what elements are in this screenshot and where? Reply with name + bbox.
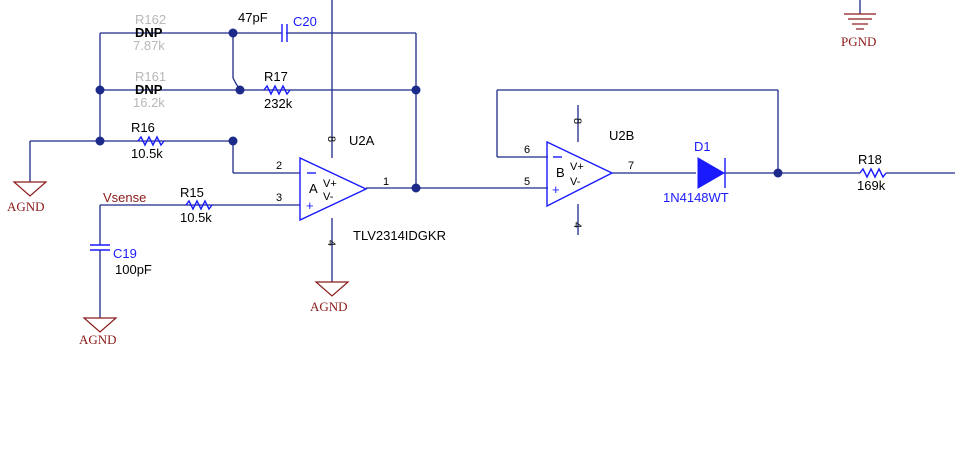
wires bbox=[29, 0, 955, 318]
net-label-vsense: Vsense bbox=[103, 190, 146, 205]
r161-dnp: DNP bbox=[135, 82, 163, 97]
u2a-pin-8: 8 bbox=[325, 136, 337, 142]
resistor-r162[interactable]: R162 DNP 7.87k bbox=[133, 12, 166, 53]
u2b-ref: U2B bbox=[609, 128, 634, 143]
junction-dot bbox=[95, 136, 105, 146]
ground-agnd-u2a: AGND bbox=[310, 281, 350, 314]
diode-d1[interactable]: D1 1N4148WT bbox=[663, 139, 729, 205]
d1-value: 1N4148WT bbox=[663, 190, 729, 205]
r15-value: 10.5k bbox=[180, 210, 212, 225]
r162-dnp: DNP bbox=[135, 25, 163, 40]
resistor-r18[interactable]: R18 169k bbox=[857, 152, 887, 193]
c20-ref: C20 bbox=[293, 14, 317, 29]
junction-dot bbox=[411, 85, 421, 95]
junction-dot bbox=[228, 136, 238, 146]
pgnd-label: PGND bbox=[841, 34, 876, 49]
u2a-pin-3: 3 bbox=[276, 192, 282, 204]
u2a-pin-2: 2 bbox=[276, 160, 282, 172]
ground-icon bbox=[314, 281, 350, 297]
u2a-vplus: V+ bbox=[323, 178, 337, 190]
u2b-pin-4: 4 bbox=[571, 222, 583, 228]
u2a-ref: U2A bbox=[349, 133, 375, 148]
resistor-r17[interactable]: R17 232k bbox=[263, 69, 293, 111]
u2a-pin-4: 4 bbox=[325, 240, 337, 246]
u2b-plus-sign: + bbox=[552, 182, 560, 197]
r16-value: 10.5k bbox=[131, 146, 163, 161]
junction-dot bbox=[228, 28, 238, 38]
r17-value: 232k bbox=[264, 96, 293, 111]
u2b-pin-5: 5 bbox=[524, 176, 530, 188]
r18-ref: R18 bbox=[858, 152, 882, 167]
ground-icon bbox=[82, 317, 118, 333]
junction-dot bbox=[95, 85, 105, 95]
r16-ref: R16 bbox=[131, 120, 155, 135]
ground-agnd-c19: AGND bbox=[79, 317, 118, 347]
agnd-u2a-label: AGND bbox=[310, 299, 348, 314]
junction-dot bbox=[773, 168, 783, 178]
resistor-r161[interactable]: R161 DNP 16.2k bbox=[133, 69, 166, 110]
resistor-r16[interactable]: R16 10.5k bbox=[131, 120, 165, 161]
u2b-pin-6: 6 bbox=[524, 144, 530, 156]
opamp-u2a[interactable]: + A V+ V- 2 3 1 8 4 U2A TLV2314IDGKR bbox=[276, 133, 446, 246]
u2b-pin-8: 8 bbox=[571, 118, 583, 124]
r161-ref: R161 bbox=[135, 69, 166, 84]
resistor-r15[interactable]: R15 10.5k bbox=[180, 185, 213, 225]
r18-value: 169k bbox=[857, 178, 886, 193]
u2a-pin-1: 1 bbox=[383, 176, 389, 188]
u2b-vminus: V- bbox=[570, 176, 581, 188]
d1-ref: D1 bbox=[694, 139, 711, 154]
opamp-u2b[interactable]: + B V+ V- 6 5 7 8 4 U2B bbox=[524, 118, 634, 228]
agnd-c19-label: AGND bbox=[79, 332, 117, 347]
ground-pgnd: PGND bbox=[841, 13, 876, 49]
r162-value: 7.87k bbox=[133, 38, 165, 53]
ground-agnd-left: AGND bbox=[7, 181, 48, 214]
u2a-plus-sign: + bbox=[306, 198, 314, 213]
c19-ref: C19 bbox=[113, 246, 137, 261]
u2b-unit: B bbox=[556, 165, 565, 180]
r15-ref: R15 bbox=[180, 185, 204, 200]
r161-value: 16.2k bbox=[133, 95, 165, 110]
u2b-vplus: V+ bbox=[570, 161, 584, 173]
ground-icon bbox=[12, 181, 48, 197]
r17-ref: R17 bbox=[264, 69, 288, 84]
u2a-vminus: V- bbox=[323, 191, 334, 203]
agnd-left-label: AGND bbox=[7, 199, 45, 214]
r162-ref: R162 bbox=[135, 12, 166, 27]
junction-dot bbox=[235, 85, 245, 95]
u2a-part-number: TLV2314IDGKR bbox=[353, 228, 446, 243]
junction-dot bbox=[411, 183, 421, 193]
c20-value: 47pF bbox=[238, 10, 268, 25]
junctions bbox=[95, 28, 783, 193]
u2b-pin-7: 7 bbox=[628, 160, 634, 172]
capacitor-c20[interactable]: 47pF C20 bbox=[238, 10, 317, 42]
u2a-unit: A bbox=[309, 181, 318, 196]
c19-value: 100pF bbox=[115, 262, 152, 277]
capacitor-c19[interactable]: C19 100pF bbox=[90, 244, 152, 277]
